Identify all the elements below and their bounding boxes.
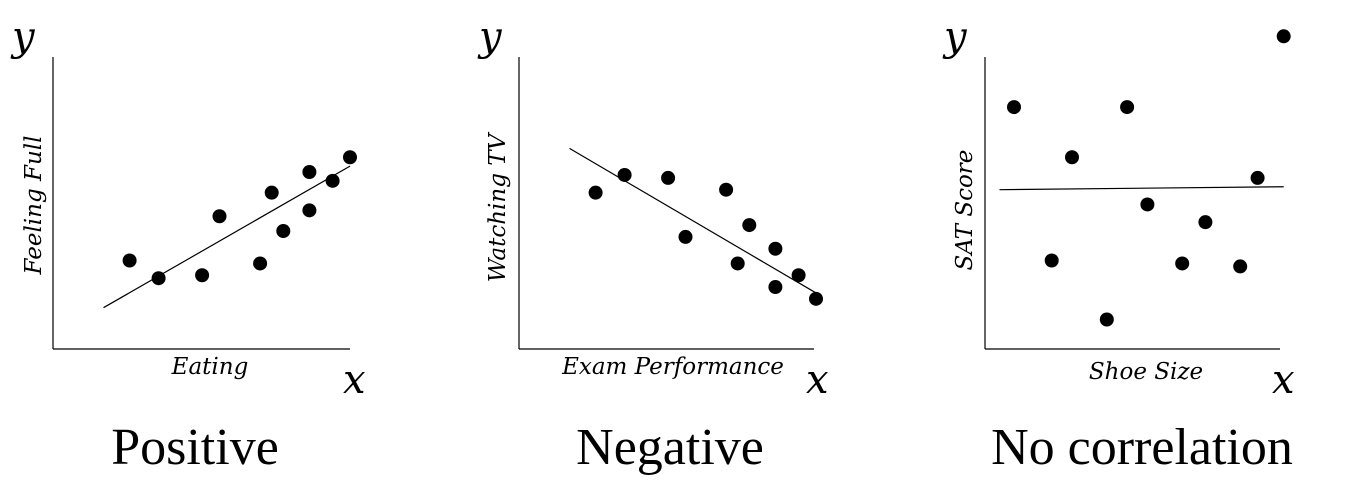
chart-caption: Negative bbox=[576, 419, 764, 476]
y-axis-title: SAT Score bbox=[952, 150, 978, 271]
y-variable-label: y bbox=[10, 14, 36, 60]
data-point bbox=[678, 229, 693, 244]
data-point bbox=[1044, 253, 1059, 268]
data-point bbox=[768, 280, 783, 295]
x-variable-label: x bbox=[343, 357, 366, 403]
chart-caption: Positive bbox=[111, 419, 279, 476]
y-axis-title: Feeling Full bbox=[21, 136, 47, 276]
data-point bbox=[730, 256, 745, 271]
data-point bbox=[1120, 100, 1135, 115]
data-point bbox=[1276, 29, 1291, 44]
x-axis-title: Eating bbox=[171, 354, 249, 380]
x-axis-title: Shoe Size bbox=[1089, 359, 1203, 385]
data-point bbox=[768, 241, 783, 256]
data-point bbox=[719, 182, 734, 197]
y-variable-label: y bbox=[477, 14, 503, 60]
y-axis-title: Watching TV bbox=[485, 131, 511, 282]
data-point bbox=[122, 253, 137, 268]
data-point bbox=[343, 150, 357, 165]
data-point bbox=[791, 268, 806, 283]
trend-line bbox=[999, 186, 1284, 191]
x-variable-label: x bbox=[1272, 357, 1295, 403]
data-point bbox=[617, 167, 632, 182]
x-variable-label: x bbox=[806, 357, 829, 403]
data-point bbox=[1198, 215, 1213, 230]
data-point bbox=[1250, 170, 1265, 185]
data-point bbox=[1175, 256, 1190, 271]
trend-line bbox=[569, 147, 817, 294]
data-point bbox=[253, 256, 268, 271]
data-point bbox=[276, 224, 291, 238]
data-point bbox=[1140, 197, 1155, 212]
trend-line bbox=[103, 165, 351, 309]
data-point bbox=[264, 185, 279, 200]
data-point bbox=[325, 173, 340, 188]
data-point bbox=[1233, 259, 1248, 274]
data-point bbox=[151, 271, 166, 286]
data-point bbox=[1099, 312, 1114, 327]
data-point bbox=[742, 218, 757, 233]
data-point bbox=[212, 209, 227, 224]
data-point bbox=[302, 165, 317, 179]
x-axis-title: Exam Performance bbox=[561, 354, 784, 380]
data-point bbox=[661, 170, 676, 185]
data-point bbox=[809, 291, 823, 306]
data-point bbox=[195, 268, 210, 283]
data-point bbox=[1065, 150, 1079, 165]
data-point bbox=[302, 203, 317, 218]
chart-caption: No correlation bbox=[991, 419, 1293, 476]
y-variable-label: y bbox=[942, 14, 968, 60]
data-point bbox=[1007, 100, 1021, 115]
data-point bbox=[588, 185, 603, 200]
